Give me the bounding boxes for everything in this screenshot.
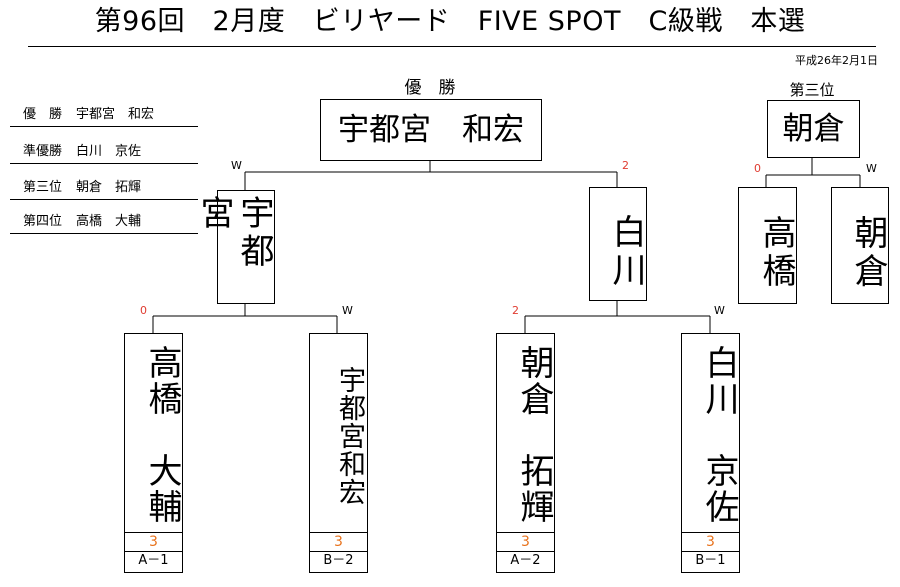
page-title: 第96回 2月度 ビリヤード FIVE SPOT C級戦 本選 xyxy=(94,6,806,37)
event-date: 平成26年2月1日 xyxy=(795,54,878,67)
score-cell-4: 3 xyxy=(681,532,740,552)
result-row-2: 準優勝白川 京佐 xyxy=(10,141,198,164)
result-position: 優 勝 xyxy=(22,107,62,122)
semifinal-right-box: 白川 xyxy=(589,187,647,301)
seed-cell-2: B－2 xyxy=(309,551,368,573)
third-right-box: 朝倉 xyxy=(831,187,889,304)
result-row-3: 第三位朝倉 拓輝 xyxy=(10,177,198,200)
round1-mark-2: W xyxy=(342,304,353,317)
result-name: 宇都宮 和宏 xyxy=(76,107,155,122)
seed-cell-3: A－2 xyxy=(496,551,555,573)
seed-cell-4: B－1 xyxy=(681,551,740,573)
result-name: 白川 京佐 xyxy=(76,144,142,159)
result-name: 朝倉 拓輝 xyxy=(76,180,142,195)
result-position: 第三位 xyxy=(22,180,62,195)
player-box-1: 高橋 大輔 xyxy=(124,333,183,533)
player-box-4: 白川 京佐 xyxy=(681,333,740,533)
round1-mark-4: W xyxy=(714,304,725,317)
title-underline xyxy=(28,46,876,47)
result-name: 高橋 大輔 xyxy=(76,214,142,229)
third-place-winner-box: 朝倉 xyxy=(767,100,860,158)
seed-cell-1: A－1 xyxy=(124,551,183,573)
round1-mark-3: 2 xyxy=(512,304,519,317)
score-cell-1: 3 xyxy=(124,532,183,552)
result-row-1: 優 勝宇都宮 和宏 xyxy=(10,104,198,127)
result-position: 準優勝 xyxy=(22,144,62,159)
result-row-4: 第四位高橋 大輔 xyxy=(10,211,198,234)
score-cell-3: 3 xyxy=(496,532,555,552)
round1-mark-1: 0 xyxy=(140,304,147,317)
player-box-3: 朝倉 拓輝 xyxy=(496,333,555,533)
third-left-mark: 0 xyxy=(754,162,761,175)
score-cell-2: 3 xyxy=(309,532,368,552)
semifinal-left-mark: W xyxy=(231,159,242,172)
third-place-label: 第三位 xyxy=(789,81,835,99)
third-right-mark: W xyxy=(866,162,877,175)
result-position: 第四位 xyxy=(22,214,62,229)
semifinal-right-mark: 2 xyxy=(622,159,629,172)
champion-box: 宇都宮 和宏 xyxy=(320,99,542,161)
third-left-box: 高橋 xyxy=(738,187,797,304)
semifinal-left-box: 宇都宮 xyxy=(194,190,275,304)
player-box-2: 宇都宮和宏 xyxy=(309,333,368,533)
champion-label: 優 勝 xyxy=(404,78,456,98)
